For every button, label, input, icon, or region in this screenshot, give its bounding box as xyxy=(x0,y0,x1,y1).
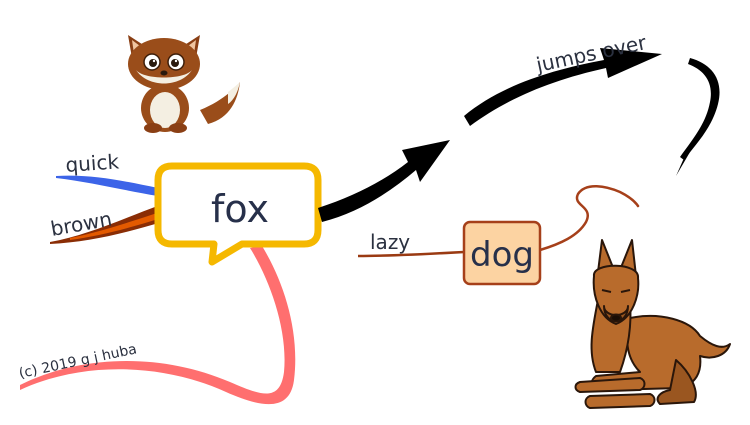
quick-branch xyxy=(56,175,158,196)
fox-node-label: fox xyxy=(211,187,269,231)
fox-image xyxy=(128,35,240,133)
fox-to-dog-arrow-segment-2 xyxy=(464,48,662,126)
dog-node-label: dog xyxy=(470,235,534,275)
fox-node[interactable]: fox xyxy=(154,162,322,266)
lazy-branch xyxy=(357,250,465,258)
lazy-label: lazy xyxy=(370,230,410,254)
copyright-branch xyxy=(20,246,296,405)
quick-label: quick xyxy=(65,149,120,177)
fox-to-dog-arrow-segment-3 xyxy=(680,58,720,160)
dog-image xyxy=(574,239,731,409)
fox-to-dog-arrow-segment-1 xyxy=(318,140,450,222)
dog-connector xyxy=(538,185,640,252)
dog-node[interactable]: dog xyxy=(462,220,542,286)
